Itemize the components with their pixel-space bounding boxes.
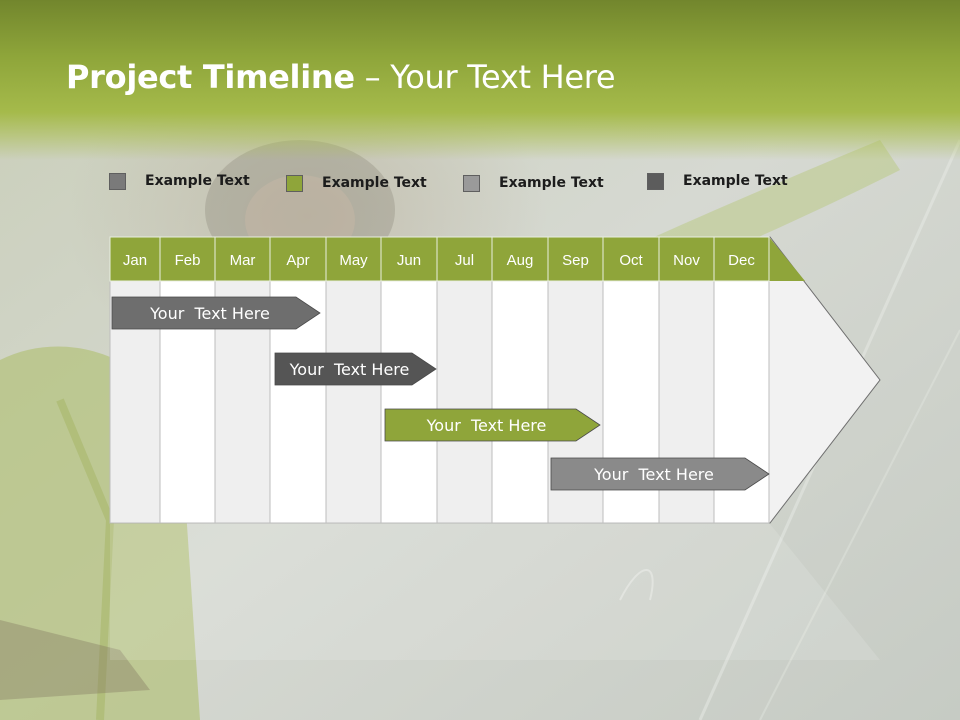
timeline-bar-label: Your Text Here [426,416,547,435]
month-column [436,280,493,524]
month-header-cell [325,236,382,282]
month-header-cell [380,236,438,282]
month-header-cell [491,236,549,282]
month-header-cell [436,236,493,282]
legend-swatch [647,172,664,190]
legend-item: Example Text [286,173,427,193]
legend-item: Example Text [647,171,788,191]
legend-swatch [286,174,303,192]
timeline-bar-label: Your Text Here [149,304,270,323]
month-header-cell [269,236,327,282]
legend-item: Example Text [463,173,604,193]
month-header: Jan Feb Mar Apr May Jun Jul Aug Sep Oct Nov Dec [109,236,770,282]
month-label: Sep [562,252,589,269]
month-column [380,280,438,524]
month-label: Jun [397,252,421,269]
month-header-cell [713,236,770,282]
timeline-bar [384,408,601,442]
legend-label: Example Text [145,173,250,189]
title-bold-text: Project Timeline [66,58,355,96]
timeline-bar-label: Your Text Here [289,360,410,379]
month-header-cell [214,236,271,282]
month-label: May [339,252,368,269]
timeline-bar-label: Your Text Here [593,465,714,484]
title-rest-text: – Your Text Here [354,58,616,96]
timeline-arrow-header-tip [769,237,805,281]
month-column [491,280,549,524]
month-label: Nov [673,252,700,269]
month-label: Jul [455,252,474,269]
month-label: Aug [507,252,534,269]
month-columns [109,280,770,524]
timeline-bar [550,457,770,491]
legend-swatch [109,172,126,190]
legend-label: Example Text [499,175,604,191]
month-label: Feb [175,252,201,269]
month-label: Apr [286,252,309,269]
month-label: Mar [230,252,256,269]
month-label: Jan [123,252,147,269]
legend-label: Example Text [322,175,427,191]
timeline-reflection [110,524,880,660]
month-label: Oct [619,252,643,269]
timeline-bar [274,352,437,386]
month-header-cell [547,236,604,282]
legend-swatch [463,174,480,192]
timeline-bar [111,296,321,330]
month-column [325,280,382,524]
legend-label: Example Text [683,173,788,189]
slide-title: Project Timeline – Your Text Here [66,58,616,96]
month-label: Dec [728,252,755,269]
legend-item: Example Text [109,171,250,191]
title-bar [0,0,960,160]
